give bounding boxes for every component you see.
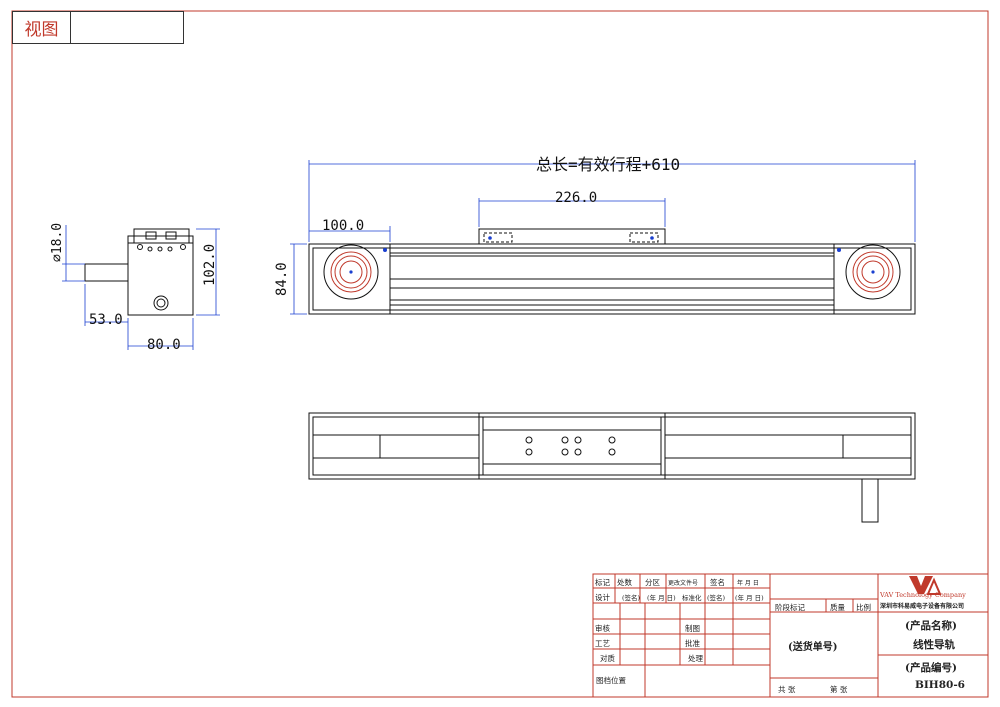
tb-mark: 标记 [595,578,610,587]
side-view [84,228,194,316]
vav-logo [909,576,942,595]
tb-product-name-label: (产品名称) [905,620,957,632]
tb-stage: 阶段标记 [775,603,805,612]
tb-sign: 签名 [710,578,725,587]
tb-scale: 比例 [856,603,871,612]
tb-design-sign: (签名) [622,594,641,602]
title-block [592,573,989,698]
shaft-diameter-dimension: ⌀18.0 [50,222,65,262]
drawing-frame [11,10,989,698]
tb-sheet-no: 第 张 [830,685,848,694]
top-view [308,412,916,523]
side-width-dimension: 80.0 [147,337,181,353]
front-view [308,228,916,315]
carriage-length-dimension: 226.0 [555,190,598,206]
height-dimension: 84.0 [274,262,290,296]
tb-product-code-label: (产品编号) [905,662,957,674]
tb-company: 深圳市科易威电子设备有限公司 [880,603,965,610]
tb-standardize: 标准化 [682,594,702,602]
tb-zone: 分区 [645,578,660,587]
side-view-dimension-lines [62,225,220,350]
shaft-length-dimension: 53.0 [89,312,123,328]
tb-handle: 处理 [688,654,703,663]
tb-logo-text: VAV Technology Company [880,591,966,599]
tb-std-sign: (签名) [707,594,726,602]
tb-design: 设计 [595,593,610,602]
tb-date: 年 月 日 [737,580,759,587]
tb-delivery: (送货单号) [788,642,838,653]
tb-approve: 批准 [685,639,700,648]
front-view-dimension-lines [290,160,916,315]
view-label: 视图 [13,12,71,43]
tb-mass: 质量 [830,603,845,612]
tb-std-date: (年 月 日) [735,594,764,602]
end-offset-dimension: 100.0 [322,218,365,234]
view-selector[interactable]: 视图 [12,11,184,44]
pulleys [323,236,901,300]
tb-review: 审核 [595,624,610,633]
tb-draft: 制图 [685,624,700,633]
total-length-dimension: 总长=有效行程+610 [536,155,681,174]
tb-sheets: 共 张 [778,685,796,694]
tb-design-date: (年 月 日) [647,594,676,602]
tb-count: 处数 [617,578,632,587]
tb-product-code: BIH80-6 [915,679,965,691]
tb-location: 图档位置 [596,676,626,685]
tb-proofread: 对质 [600,654,615,663]
tb-change-doc: 更改文件号 [668,580,699,587]
side-height-dimension: 102.0 [202,243,218,286]
tb-process: 工艺 [595,639,610,648]
tb-product-name: 线性导轨 [913,639,955,651]
